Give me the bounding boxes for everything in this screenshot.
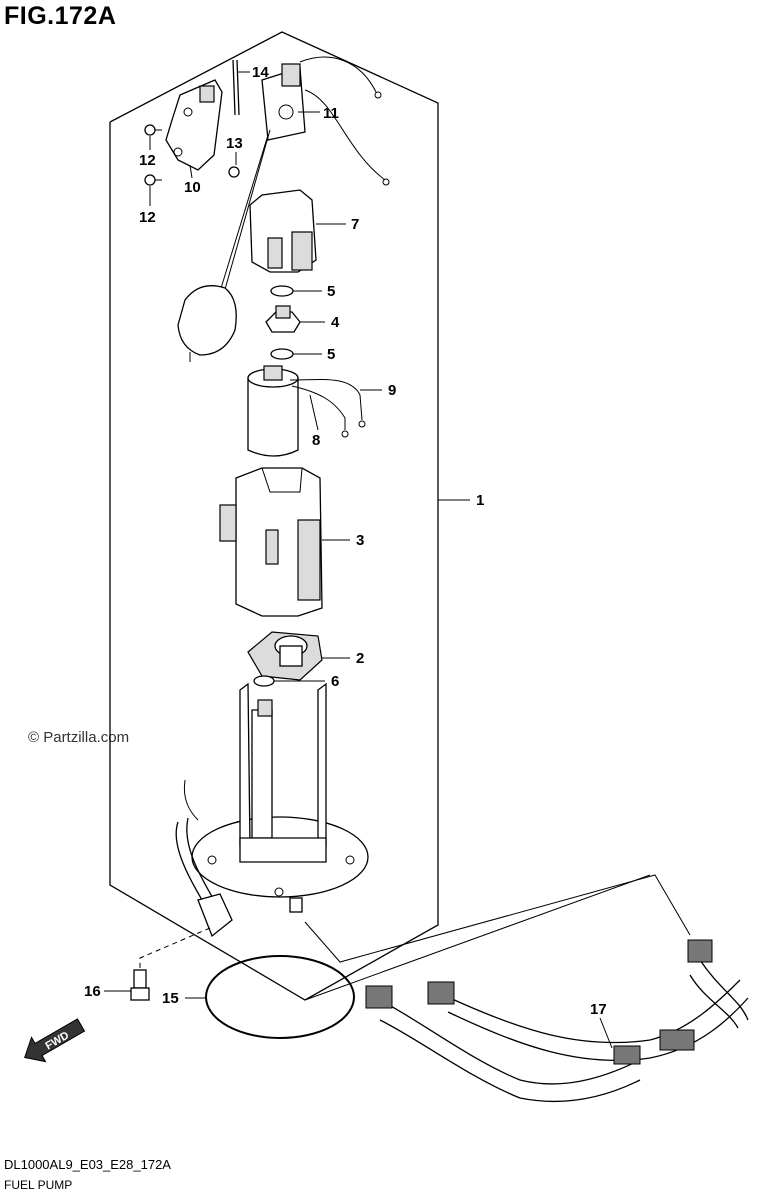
figure-title: FIG.172A <box>4 2 117 30</box>
callout-5-upper: 5 <box>327 283 335 300</box>
callout-7: 7 <box>351 216 359 233</box>
callout-15: 15 <box>162 990 179 1007</box>
callout-5-lower: 5 <box>327 346 335 363</box>
hose-link-outline <box>304 874 691 963</box>
pump-wire-harness[interactable] <box>175 779 233 938</box>
callout-11: 11 <box>323 105 339 122</box>
part-8-fuel-pump-motor[interactable] <box>247 365 299 457</box>
part-5-o-ring-lower[interactable] <box>270 348 294 360</box>
part-13-screw[interactable] <box>228 166 240 178</box>
watermark: © Partzilla.com <box>28 729 130 746</box>
part-17-fuel-hose-assembly[interactable] <box>365 939 749 1103</box>
fwd-arrow: FWD <box>24 1018 86 1063</box>
bolt-leader-dashed <box>139 927 211 970</box>
callout-14: 14 <box>252 64 269 81</box>
part-14-tie[interactable] <box>232 59 240 116</box>
part-2-strainer[interactable] <box>247 631 323 681</box>
callout-6: 6 <box>331 673 339 690</box>
callout-1: 1 <box>476 492 484 509</box>
part-10-bracket[interactable] <box>165 79 223 171</box>
callout-13: 13 <box>226 135 243 152</box>
part-11-sender-plate[interactable] <box>261 56 390 186</box>
callout-10: 10 <box>184 179 201 196</box>
callout-2: 2 <box>356 650 364 667</box>
part-3-pump-case[interactable] <box>219 467 323 617</box>
callout-17: 17 <box>590 1001 607 1018</box>
pump-base-plate[interactable] <box>191 682 369 913</box>
diagram-code: DL1000AL9_E03_E28_172A <box>4 1157 171 1172</box>
callout-3: 3 <box>356 532 364 549</box>
part-16-bolt[interactable] <box>130 969 150 1001</box>
fuel-level-float[interactable] <box>177 129 271 362</box>
part-12-screw-upper[interactable] <box>144 124 162 136</box>
part-7-filter[interactable] <box>249 189 317 273</box>
callout-16: 16 <box>84 983 101 1000</box>
fwd-label: FWD <box>43 1029 71 1052</box>
part-4-regulator[interactable] <box>265 305 301 333</box>
callout-4: 4 <box>331 314 340 331</box>
part-9-lead-wires[interactable] <box>289 378 366 438</box>
callout-12-lower: 12 <box>139 209 156 226</box>
part-5-o-ring-upper[interactable] <box>270 285 294 297</box>
assembly-outline <box>109 31 439 1001</box>
part-12-screw-lower[interactable] <box>144 174 162 186</box>
hose-link-outline-lower <box>304 874 651 1001</box>
callout-12-upper: 12 <box>139 152 156 169</box>
callout-leaders <box>104 71 613 1049</box>
diagram-name: FUEL PUMP <box>4 1178 73 1192</box>
callout-9: 9 <box>388 382 396 399</box>
part-15-gasket-ring[interactable] <box>205 955 355 1039</box>
part-6-o-ring[interactable] <box>253 675 275 687</box>
callout-8: 8 <box>312 432 320 449</box>
